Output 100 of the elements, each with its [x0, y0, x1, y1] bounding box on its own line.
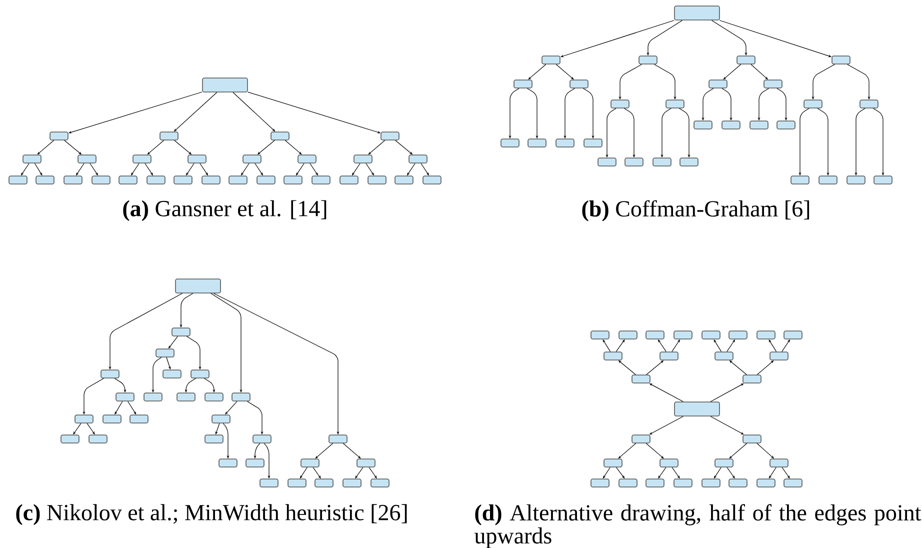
- node-box: [860, 100, 878, 108]
- node-box: [88, 434, 108, 444]
- caption: (a) Gansner et al. [14]: [123, 200, 326, 222]
- node-box: [256, 176, 276, 184]
- node-box: [22, 154, 42, 164]
- node-box: [624, 158, 644, 166]
- node-box: [50, 132, 68, 140]
- node-box: [832, 56, 850, 64]
- node-box: [36, 176, 54, 184]
- node-box: [590, 330, 610, 340]
- node-box: [610, 100, 630, 108]
- node-box: [666, 100, 684, 108]
- node-box: [604, 458, 622, 468]
- node-box: [750, 120, 768, 130]
- node-box: [660, 352, 678, 360]
- node-box: [78, 154, 96, 164]
- node-box: [756, 478, 776, 488]
- node-box: [116, 392, 134, 402]
- node-box: [422, 176, 442, 184]
- node-box: [92, 176, 110, 184]
- node-box: [172, 328, 190, 336]
- node-box: [604, 352, 622, 360]
- node-box: [790, 176, 810, 184]
- node-box: [618, 330, 638, 340]
- node-box: [590, 478, 610, 488]
- node-box: [146, 176, 166, 184]
- node-box: [514, 80, 532, 88]
- node-box: [380, 132, 400, 140]
- node-box: [846, 176, 866, 184]
- node-box: [202, 176, 220, 184]
- node-box: [298, 154, 316, 164]
- node-box: [176, 392, 196, 402]
- node-box: [702, 478, 720, 488]
- node-box: [714, 458, 734, 468]
- node-box: [174, 176, 192, 184]
- node-box: [674, 478, 692, 488]
- node-box: [202, 78, 248, 92]
- node-box: [742, 434, 762, 444]
- node-box: [204, 392, 224, 402]
- node-box: [804, 100, 822, 108]
- node-box: [132, 154, 152, 164]
- node-box: [204, 434, 224, 444]
- node-box: [102, 414, 122, 424]
- node-box: [118, 176, 138, 184]
- node-box: [232, 392, 250, 402]
- node-box: [188, 154, 206, 164]
- node-box: [260, 478, 278, 488]
- node-box: [246, 458, 264, 468]
- node-box: [354, 154, 372, 164]
- node-box: [60, 434, 80, 444]
- node-box: [394, 176, 414, 184]
- node-box: [340, 176, 358, 184]
- node-box: [288, 478, 306, 488]
- node-box: [342, 478, 362, 488]
- node-box: [632, 374, 650, 384]
- node-box: [162, 370, 182, 378]
- node-box: [270, 132, 290, 140]
- node-box: [300, 458, 320, 468]
- node-box: [660, 458, 678, 468]
- node-box: [784, 330, 802, 340]
- node-box: [584, 138, 602, 148]
- node-box: [556, 138, 574, 148]
- node-box: [674, 6, 720, 20]
- node-box: [370, 478, 390, 488]
- arrow: [710, 383, 744, 402]
- caption: (d) Alternative drawing, half of the edges point upwards: [474, 504, 922, 548]
- node-box: [64, 176, 82, 184]
- node-box: [874, 176, 892, 184]
- node-box: [646, 478, 664, 488]
- node-box: [408, 154, 428, 164]
- node-box: [708, 80, 728, 88]
- node-box: [722, 120, 740, 130]
- node-box: [736, 56, 756, 64]
- node-box: [638, 56, 658, 64]
- node-box: [742, 374, 762, 384]
- node-box: [770, 458, 788, 468]
- node-box: [328, 434, 348, 444]
- node-box: [646, 330, 664, 340]
- node-box: [368, 176, 386, 184]
- node-box: [228, 176, 248, 184]
- node-box: [356, 458, 376, 468]
- node-box: [714, 352, 734, 360]
- node-box: [756, 330, 776, 340]
- node-box: [156, 348, 174, 358]
- node-box: [618, 478, 638, 488]
- node-box: [818, 176, 838, 184]
- node-box: [764, 80, 782, 88]
- node-box: [632, 434, 650, 444]
- node-box: [130, 414, 148, 424]
- node-box: [8, 176, 28, 184]
- node-box: [776, 120, 796, 130]
- node-box: [74, 414, 94, 424]
- node-box: [218, 458, 238, 468]
- node-box: [598, 158, 616, 166]
- node-box: [542, 56, 560, 64]
- node-box: [144, 392, 162, 402]
- node-box: [784, 478, 802, 488]
- node-box: [570, 80, 588, 88]
- node-box: [252, 434, 272, 444]
- node-box: [284, 176, 302, 184]
